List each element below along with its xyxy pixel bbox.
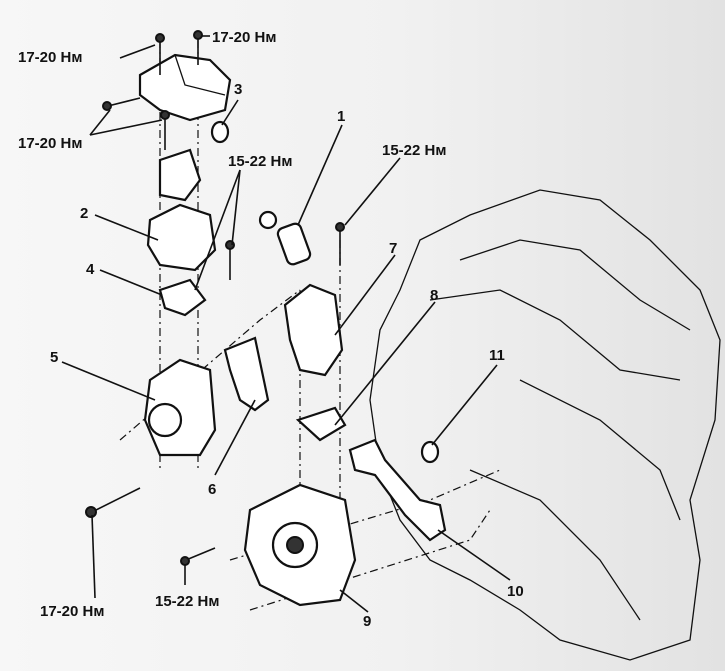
water-pump-part-9 — [243, 483, 357, 607]
housing-part-2 — [146, 148, 217, 272]
torque-label: 17-20 Нм — [18, 49, 82, 66]
torque-label: 17-20 Нм — [212, 29, 276, 46]
engine-block-outline — [369, 189, 721, 661]
top-bracket-part — [138, 53, 232, 122]
callout-7: 7 — [389, 240, 397, 257]
callout-6: 6 — [208, 481, 216, 498]
callout-1: 1 — [337, 108, 345, 125]
o-ring-part-11 — [420, 440, 440, 464]
callout-8: 8 — [430, 287, 438, 304]
callout-9: 9 — [363, 613, 371, 630]
callout-4: 4 — [86, 261, 95, 278]
gasket-part-4 — [158, 278, 207, 317]
gasket-part-8 — [295, 406, 347, 442]
housing-part-7 — [283, 283, 344, 377]
torque-label: 17-20 Нм — [18, 135, 82, 152]
pipe-part-10 — [348, 438, 447, 542]
callout-2: 2 — [80, 205, 88, 222]
bolts — [85, 30, 345, 566]
callout-11: 11 — [489, 347, 505, 364]
gasket-part-6 — [223, 336, 270, 412]
torque-label: 15-22 Нм — [155, 593, 219, 610]
torque-label: 15-22 Нм — [228, 153, 292, 170]
torque-label: 17-20 Нм — [40, 603, 104, 620]
leader-lines — [61, 35, 511, 613]
thermostat-housing-part-5 — [143, 358, 217, 457]
o-ring-part-3 — [210, 120, 230, 144]
callout-5: 5 — [50, 349, 58, 366]
thermostat-part-1 — [258, 210, 312, 266]
callout-3: 3 — [234, 81, 242, 98]
torque-label: 15-22 Нм — [382, 142, 446, 159]
callout-10: 10 — [507, 583, 524, 600]
